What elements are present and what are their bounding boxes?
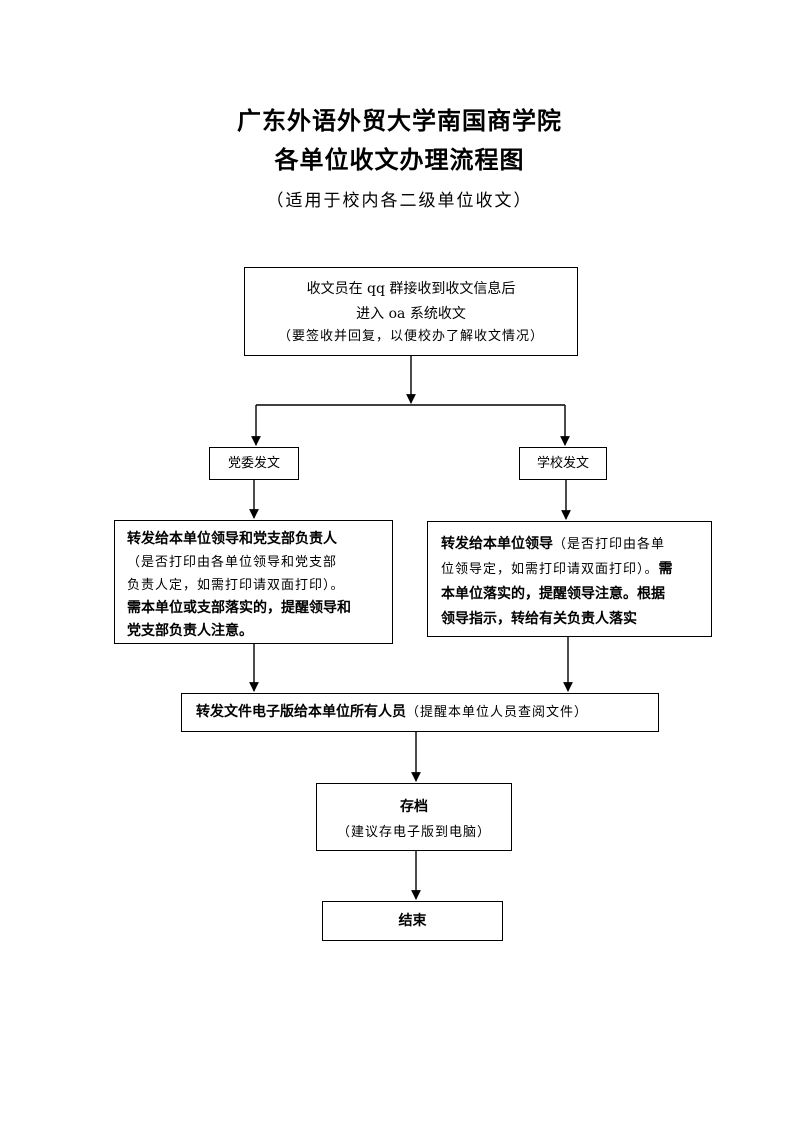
archive-note: （建议存电子版到电脑） bbox=[336, 825, 491, 840]
party-forward-box: 转发给本单位领导和党支部负责人 （是否打印由各单位领导和党支部 负责人定，如需打… bbox=[114, 520, 393, 644]
right-lead: 转发给本单位领导 bbox=[441, 536, 553, 552]
left-note2: 负责人定，如需打印请双面打印）。 bbox=[127, 578, 345, 593]
left-line1: 转发给本单位领导和党支部负责人 bbox=[127, 531, 337, 547]
document-title: 广东外语外贸大学南国商学院 bbox=[237, 106, 562, 135]
school-forward-box: 转发给本单位领导（是否打印由各单 位领导定，如需打印请双面打印）。需 本单位落实… bbox=[427, 521, 712, 637]
party-document-box: 党委发文 bbox=[209, 447, 299, 480]
document-subtitle: 各单位收文办理流程图 bbox=[274, 145, 525, 174]
archive-box: 存档 （建议存电子版到电脑） bbox=[316, 783, 512, 851]
scope-note: （适用于校内各二级单位收文） bbox=[266, 191, 533, 211]
right-note1: （是否打印由各单 bbox=[553, 537, 666, 552]
forward-all-box: 转发文件电子版给本单位所有人员（提醒本单位人员查阅文件） bbox=[181, 693, 659, 732]
start-note: （要签收并回复，以便校办了解收文情况） bbox=[277, 329, 544, 344]
forward-all-note: （提醒本单位人员查阅文件） bbox=[406, 705, 589, 720]
forward-all-main: 转发文件电子版给本单位所有人员 bbox=[196, 704, 406, 720]
end-box: 结束 bbox=[322, 901, 503, 941]
left-line2: 需本单位或支部落实的，提醒领导和 bbox=[127, 600, 351, 616]
left-line3: 党支部负责人注意。 bbox=[127, 623, 253, 639]
archive-title: 存档 bbox=[400, 799, 428, 815]
right-line4: 领导指示，转给有关负责人落实 bbox=[441, 611, 637, 627]
start-line2: 进入 oa 系统收文 bbox=[356, 306, 466, 322]
start-box: 收文员在 qq 群接收到收文信息后 进入 oa 系统收文 （要签收并回复，以便校… bbox=[244, 267, 578, 356]
right-note2: 位领导定，如需打印请双面打印）。 bbox=[441, 562, 659, 577]
start-line1: 收文员在 qq 群接收到收文信息后 bbox=[306, 281, 516, 297]
right-tail1: 需 bbox=[658, 561, 673, 577]
school-document-box: 学校发文 bbox=[519, 447, 607, 480]
right-line3: 本单位落实的，提醒领导注意。根据 bbox=[441, 586, 665, 602]
left-note1: （是否打印由各单位领导和党支部 bbox=[127, 555, 338, 570]
